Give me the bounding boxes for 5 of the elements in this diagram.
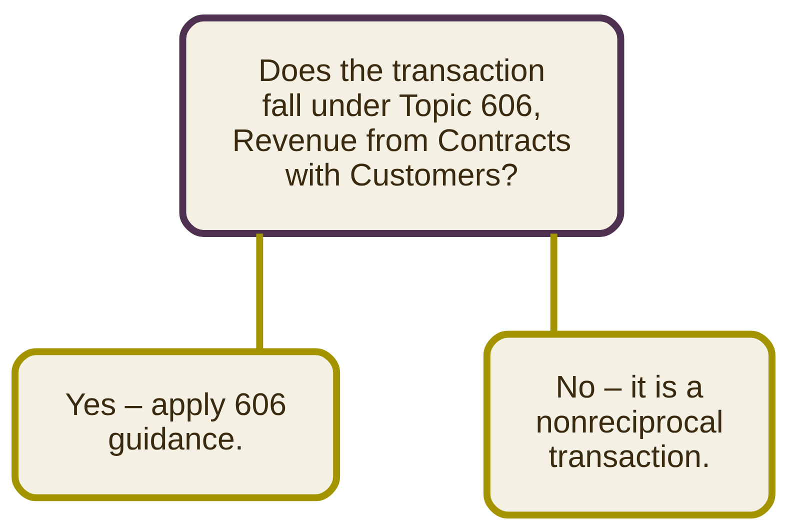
- node-box: Yes – apply 606 guidance.: [12, 348, 340, 501]
- node-box: No – it is a nonreciprocal transaction.: [483, 330, 776, 518]
- node-box: Does the transaction fall under Topic 606, Revenue from Contracts with Customers?: [179, 14, 624, 236]
- connector: [256, 233, 264, 351]
- connector: [550, 233, 558, 334]
